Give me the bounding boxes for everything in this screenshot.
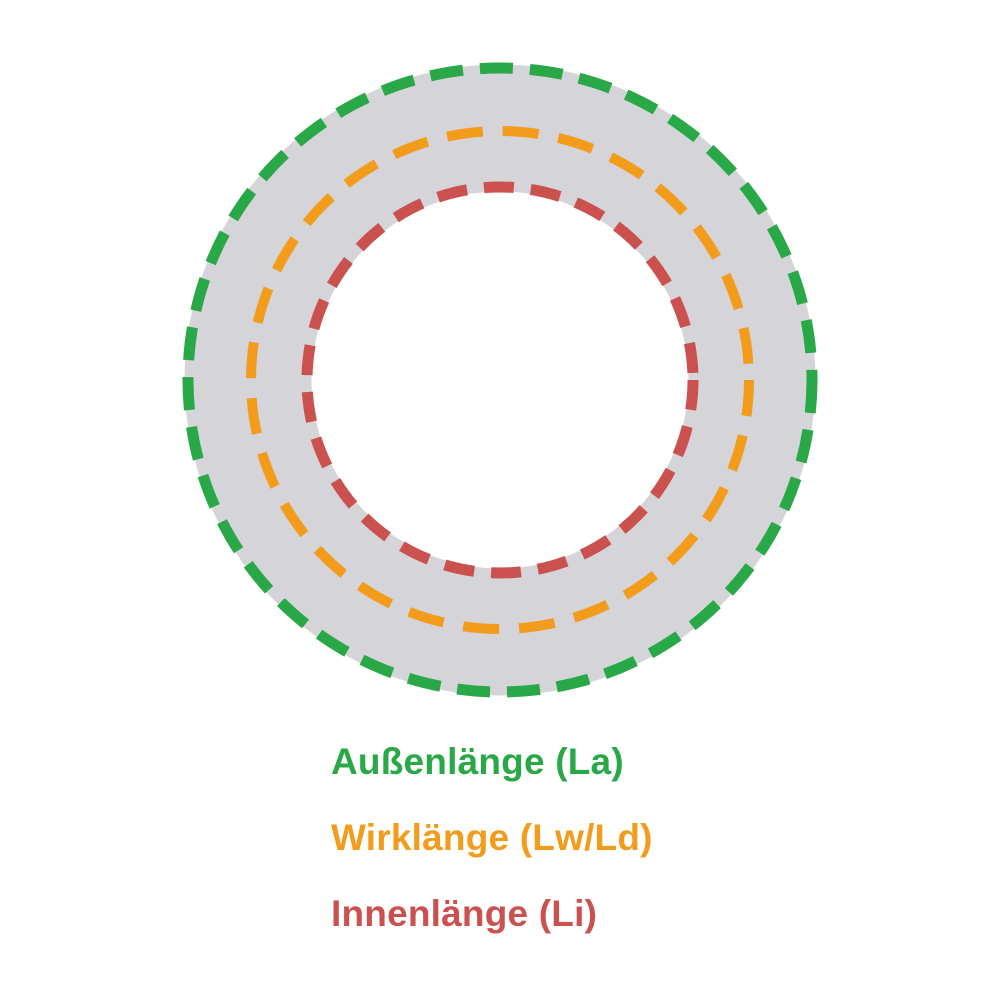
inner-length-label: Innenlänge (Li) xyxy=(331,893,598,934)
effective-length-label: Wirklänge (Lw/Ld) xyxy=(331,817,653,858)
effective-length-circle xyxy=(246,126,754,634)
outer-length-circle xyxy=(182,62,818,698)
legend: Außenlänge (La) Wirklänge (Lw/Ld) Innenl… xyxy=(331,740,653,935)
belt-ring-graphic xyxy=(182,62,818,698)
inner-length-circle xyxy=(301,181,699,579)
outer-length-label: Außenlänge (La) xyxy=(331,741,624,782)
